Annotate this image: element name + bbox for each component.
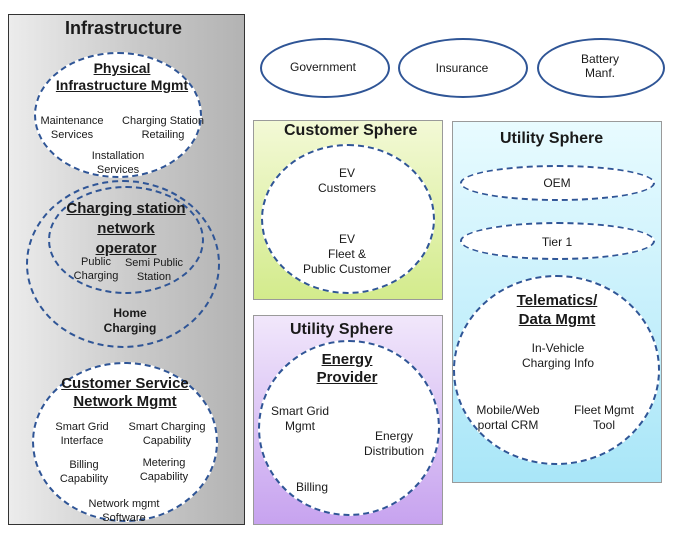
utility-sphere-lower-title: Utility Sphere — [290, 321, 394, 338]
charging-network-operator-title: Charging station network operator — [66, 200, 186, 257]
customer-service-ellipse — [32, 362, 218, 522]
energy-provider-ellipse — [258, 340, 440, 516]
smart-grid-interface: Smart Grid Interface — [55, 421, 109, 447]
physical-infrastructure-title: Physical Infrastructure Mgmt — [55, 60, 189, 93]
customer-sphere-ellipse — [261, 144, 435, 294]
smart-grid-mgmt: Smart Grid Mgmt — [270, 404, 330, 433]
fleet-mgmt-tool: Fleet Mgmt Tool — [573, 403, 635, 432]
infrastructure-title: Infrastructure — [65, 18, 183, 38]
battery-label: Battery Manf. — [580, 52, 620, 80]
battery-oval — [537, 38, 665, 98]
government-label: Government — [289, 60, 357, 74]
telematics-ellipse — [453, 275, 660, 465]
billing-capability: Billing Capability — [59, 459, 109, 485]
billing: Billing — [295, 480, 329, 494]
oem-label: OEM — [543, 176, 571, 190]
government-oval — [260, 38, 390, 98]
in-vehicle-charging-info: In-Vehicle Charging Info — [521, 341, 595, 370]
mobile-web-portal-crm: Mobile/Web portal CRM — [476, 403, 540, 432]
charging-network-outer-ellipse — [26, 180, 220, 348]
physical-infrastructure-ellipse — [34, 52, 202, 178]
energy-distribution: Energy Distribution — [363, 429, 425, 458]
insurance-label: Insurance — [435, 61, 489, 75]
installation-services: Installation Services — [91, 150, 145, 176]
customer-service-title: Customer Service Network Mgmt — [61, 375, 189, 410]
ev-fleet-public-customer: EV Fleet & Public Customer — [302, 232, 392, 276]
oem-ellipse — [460, 165, 655, 201]
metering-capability: Metering Capability — [139, 457, 189, 483]
telematics-title: Telematics/ Data Mgmt — [516, 292, 598, 328]
insurance-oval — [398, 38, 528, 98]
energy-provider-title: Energy Provider — [316, 351, 378, 386]
public-charging: Public Charging — [73, 256, 119, 282]
network-mgmt-software: Network mgmt Software — [88, 498, 160, 524]
tier1-label: Tier 1 — [541, 235, 573, 249]
tier1-ellipse — [460, 222, 655, 260]
ev-customers: EV Customers — [317, 166, 377, 195]
semi-public-station: Semi Public Station — [124, 257, 184, 283]
home-charging: Home Charging — [103, 306, 157, 335]
utility-sphere-upper-title: Utility Sphere — [500, 130, 604, 147]
charging-station-retailing: Charging Station Retailing — [122, 115, 204, 141]
smart-charging-capability: Smart Charging Capability — [128, 421, 206, 447]
maintenance-services: Maintenance Services — [40, 115, 104, 141]
charging-network-inner-ellipse — [48, 186, 204, 294]
customer-sphere-title: Customer Sphere — [284, 122, 418, 139]
